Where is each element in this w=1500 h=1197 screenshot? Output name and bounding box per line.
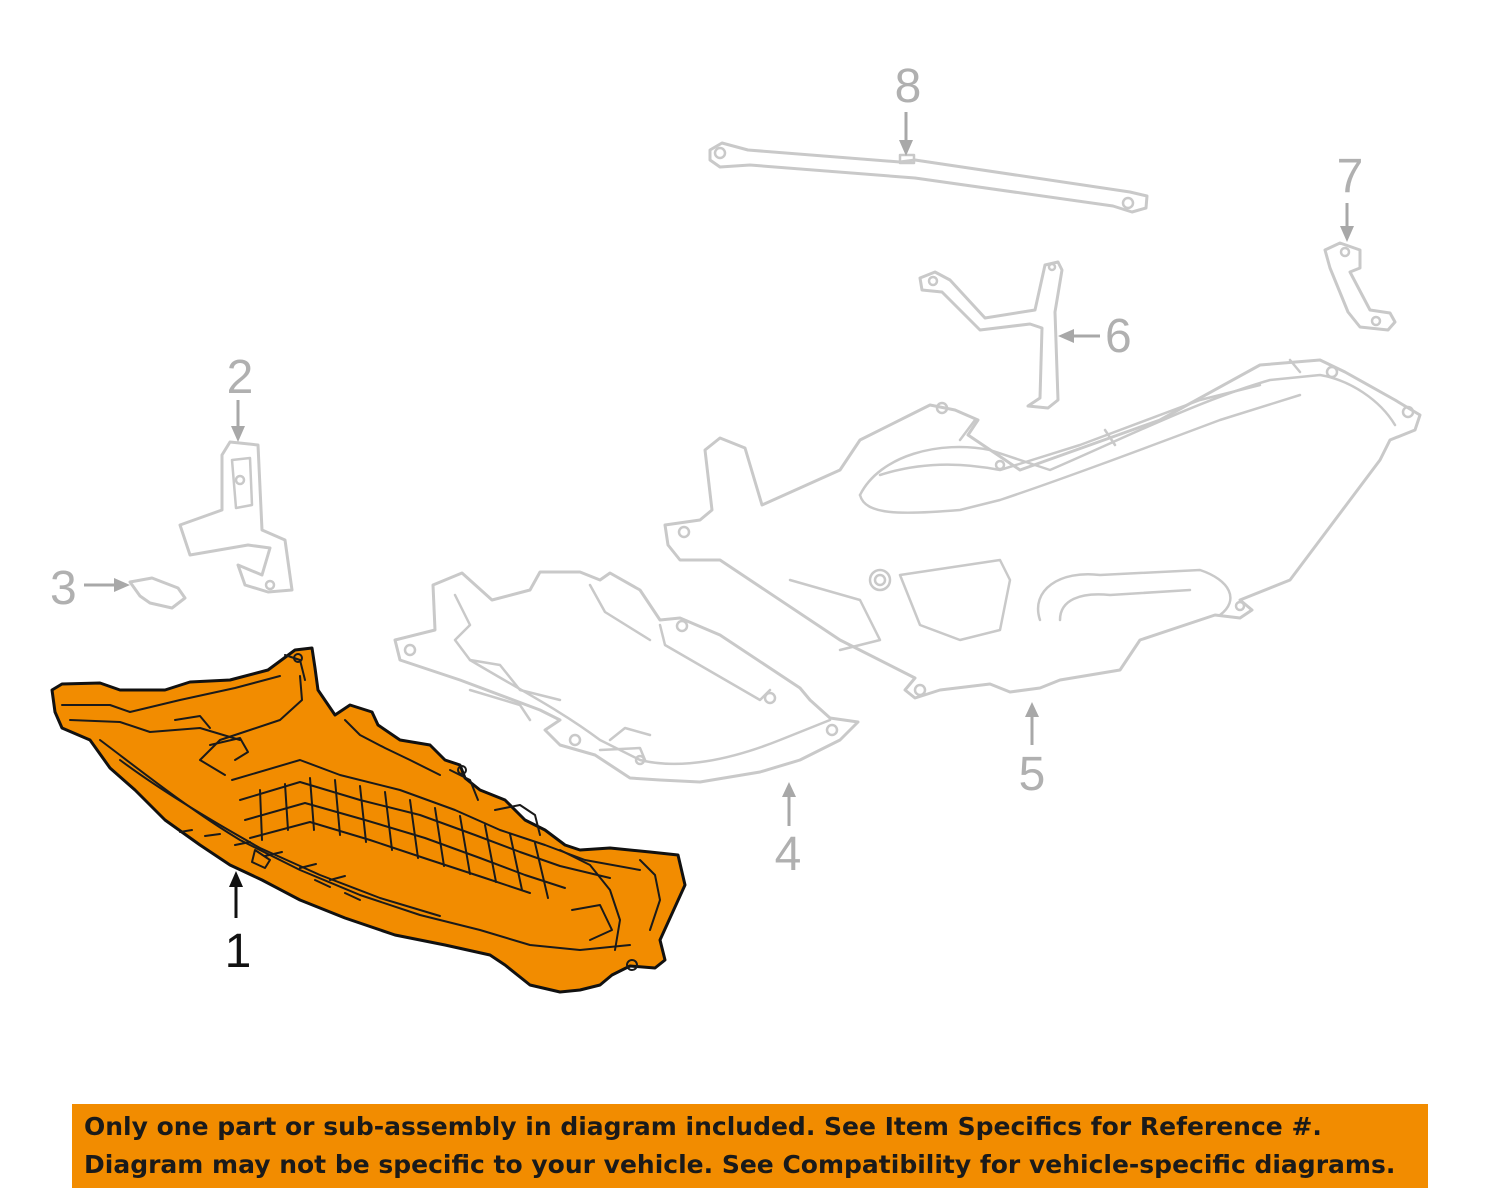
part-7-bracket	[1323, 241, 1397, 332]
callout-7: 7	[1337, 150, 1364, 242]
svg-text:1: 1	[225, 925, 252, 978]
part-1-splash-shield	[50, 646, 687, 994]
part-2-bracket	[178, 440, 294, 594]
callout-3: 3	[50, 562, 130, 615]
svg-text:4: 4	[775, 828, 802, 881]
part-3-clip	[128, 576, 187, 610]
callout-5: 5	[1019, 702, 1046, 801]
disclaimer-line-1: Only one part or sub-assembly in diagram…	[84, 1112, 1322, 1141]
disclaimer-line-2: Diagram may not be specific to your vehi…	[84, 1150, 1396, 1179]
svg-text:8: 8	[895, 60, 922, 113]
svg-text:2: 2	[227, 351, 254, 404]
part-6-bracket	[918, 260, 1064, 410]
callout-4: 4	[775, 782, 802, 881]
svg-text:5: 5	[1019, 748, 1046, 801]
callout-6: 6	[1058, 310, 1132, 363]
callout-8: 8	[895, 60, 922, 156]
part-5-underbody-panel	[663, 358, 1422, 700]
part-4-underbody-panel	[393, 570, 860, 784]
callout-2: 2	[227, 351, 254, 442]
parts-diagram: 8 7 6	[50, 60, 1422, 994]
svg-text:6: 6	[1105, 310, 1132, 363]
svg-text:3: 3	[50, 562, 77, 615]
callout-1: 1	[225, 871, 252, 978]
disclaimer-banner: Only one part or sub-assembly in diagram…	[72, 1104, 1428, 1188]
svg-text:7: 7	[1337, 150, 1364, 203]
part-8-bracket	[708, 141, 1149, 214]
